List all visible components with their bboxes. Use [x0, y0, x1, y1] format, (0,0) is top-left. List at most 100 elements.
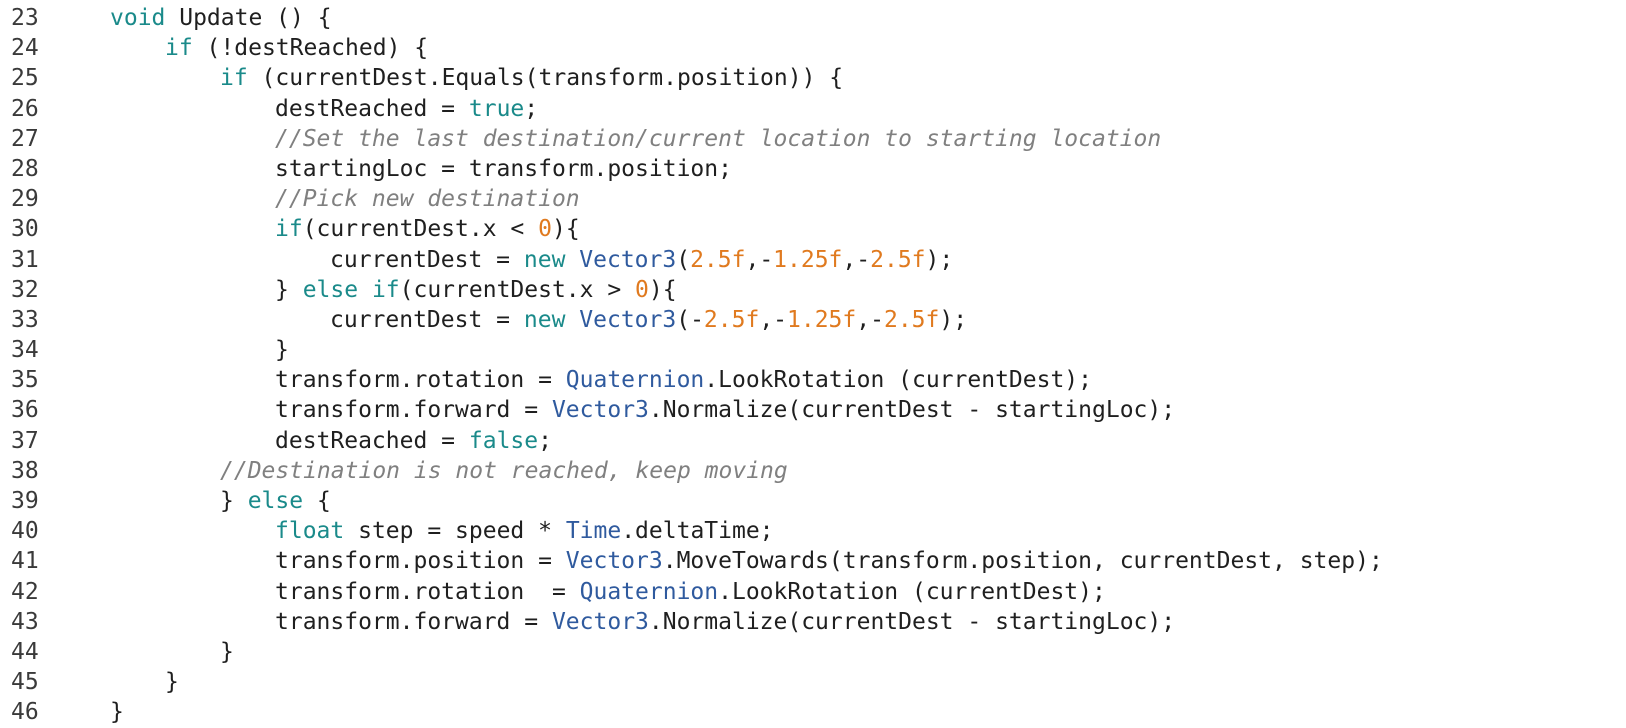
- code-content[interactable]: transform.rotation = Quaternion.LookRota…: [275, 365, 1092, 395]
- line-number: 46: [11, 699, 39, 726]
- code-line[interactable]: 39 } else {: [0, 486, 1626, 516]
- keyword-token: else if: [302, 276, 400, 303]
- code-line[interactable]: 46}: [0, 697, 1626, 727]
- code-line[interactable]: 26 destReached = true;: [0, 94, 1626, 124]
- line-number: 24: [11, 35, 39, 62]
- code-content[interactable]: destReached = true;: [275, 94, 538, 124]
- code-line[interactable]: 32} else if(currentDest.x > 0){: [0, 275, 1626, 305]
- code-content[interactable]: transform.forward = Vector3.Normalize(cu…: [275, 395, 1175, 425]
- code-content[interactable]: currentDest = new Vector3(2.5f,-1.25f,-2…: [330, 245, 953, 275]
- keyword-token: else: [247, 488, 304, 514]
- code-line[interactable]: 44}: [0, 637, 1626, 667]
- code-text: }: [220, 488, 248, 514]
- code-text: .Normalize(currentDest - startingLoc);: [648, 608, 1176, 635]
- line-number: 26: [11, 95, 39, 122]
- code-content[interactable]: }: [165, 667, 179, 697]
- code-content[interactable]: transform.rotation = Quaternion.LookRota…: [275, 577, 1106, 607]
- code-text: ,-: [745, 246, 774, 273]
- line-number: 44: [11, 638, 39, 665]
- code-content[interactable]: } else if(currentDest.x > 0){: [275, 275, 677, 305]
- keyword-token: if: [165, 35, 193, 62]
- keyword-token: if: [220, 65, 248, 92]
- code-text: }: [165, 669, 179, 696]
- code-line[interactable]: 24 if (!destReached) {: [0, 33, 1626, 63]
- code-text: transform.forward =: [275, 397, 552, 424]
- code-text: }: [275, 276, 303, 303]
- code-text: ){: [648, 276, 677, 303]
- code-content[interactable]: //Destination is not reached, keep movin…: [220, 456, 788, 486]
- code-content[interactable]: transform.position = Vector3.MoveTowards…: [275, 546, 1383, 576]
- code-text: Update () {: [165, 5, 332, 31]
- line-number: 39: [11, 488, 39, 514]
- line-number: 31: [11, 246, 39, 273]
- type-token: Quaternion: [579, 578, 719, 605]
- code-text: destReached =: [275, 427, 469, 454]
- code-text: );: [939, 306, 968, 333]
- line-number: 29: [11, 186, 39, 213]
- code-line[interactable]: 31 currentDest = new Vector3(2.5f,-1.25f,…: [0, 245, 1626, 275]
- code-line[interactable]: 29 //Pick new destination: [0, 184, 1626, 214]
- code-line[interactable]: 27 //Set the last destination/current loc…: [0, 124, 1626, 154]
- code-text: transform.rotation =: [275, 367, 566, 394]
- code-text: .LookRotation (currentDest);: [704, 367, 1093, 394]
- code-text: ;: [538, 427, 552, 454]
- keyword-token: false: [468, 427, 539, 454]
- code-line[interactable]: 45}: [0, 667, 1626, 697]
- code-line[interactable]: 33 currentDest = new Vector3(-2.5f,-1.25f…: [0, 305, 1626, 335]
- code-content[interactable]: transform.forward = Vector3.Normalize(cu…: [275, 607, 1175, 637]
- code-content[interactable]: //Set the last destination/current locat…: [275, 124, 1161, 154]
- code-text: (-: [676, 306, 704, 333]
- code-content[interactable]: destReached = false;: [275, 426, 552, 456]
- code-text: .Normalize(currentDest - startingLoc);: [648, 397, 1176, 424]
- code-text: currentDest =: [330, 246, 524, 273]
- code-line[interactable]: 36 transform.forward = Vector3.Normalize(…: [0, 395, 1626, 425]
- type-token: Quaternion: [565, 367, 705, 394]
- code-content[interactable]: if (!destReached) {: [165, 33, 428, 63]
- line-number: 33: [11, 306, 39, 333]
- code-content[interactable]: }: [275, 335, 289, 365]
- keyword-token: new: [523, 246, 566, 273]
- code-content[interactable]: //Pick new destination: [275, 184, 580, 214]
- code-text: ,-: [842, 246, 871, 273]
- comment-token: //Pick new destination: [275, 186, 580, 213]
- code-content[interactable]: void Update () {: [110, 3, 332, 33]
- code-text: .MoveTowards(transform.position, current…: [662, 548, 1383, 575]
- code-text: [565, 307, 579, 333]
- number-token: 2.5f: [690, 246, 746, 273]
- code-content[interactable]: startingLoc = transform.position;: [275, 154, 732, 184]
- line-number: 27: [11, 125, 39, 152]
- code-content[interactable]: currentDest = new Vector3(-2.5f,-1.25f,-…: [330, 305, 967, 335]
- code-text: ;: [524, 95, 539, 122]
- code-line[interactable]: 38//Destination is not reached, keep mov…: [0, 456, 1626, 486]
- code-line[interactable]: 34}: [0, 335, 1626, 365]
- comment-token: //Destination is not reached, keep movin…: [220, 457, 788, 484]
- type-token: Vector3: [551, 608, 649, 635]
- code-text: transform.position =: [275, 548, 566, 575]
- code-text: ){: [551, 216, 580, 243]
- code-text: (!destReached) {: [192, 35, 429, 62]
- code-content[interactable]: }: [220, 637, 234, 667]
- type-token: Time: [565, 518, 622, 545]
- keyword-token: if: [275, 216, 303, 243]
- code-content[interactable]: }: [110, 697, 124, 727]
- number-token: 2.5f: [870, 246, 926, 273]
- code-text: ,-: [856, 306, 884, 333]
- code-content[interactable]: float step = speed * Time.deltaTime;: [275, 516, 774, 546]
- type-token: Vector3: [565, 548, 663, 575]
- line-number: 36: [11, 397, 39, 424]
- code-content[interactable]: } else {: [220, 486, 331, 516]
- code-content[interactable]: if (currentDest.Equals(transform.positio…: [220, 63, 843, 93]
- code-content[interactable]: if(currentDest.x < 0){: [275, 214, 580, 244]
- code-text: (currentDest.x >: [399, 276, 636, 303]
